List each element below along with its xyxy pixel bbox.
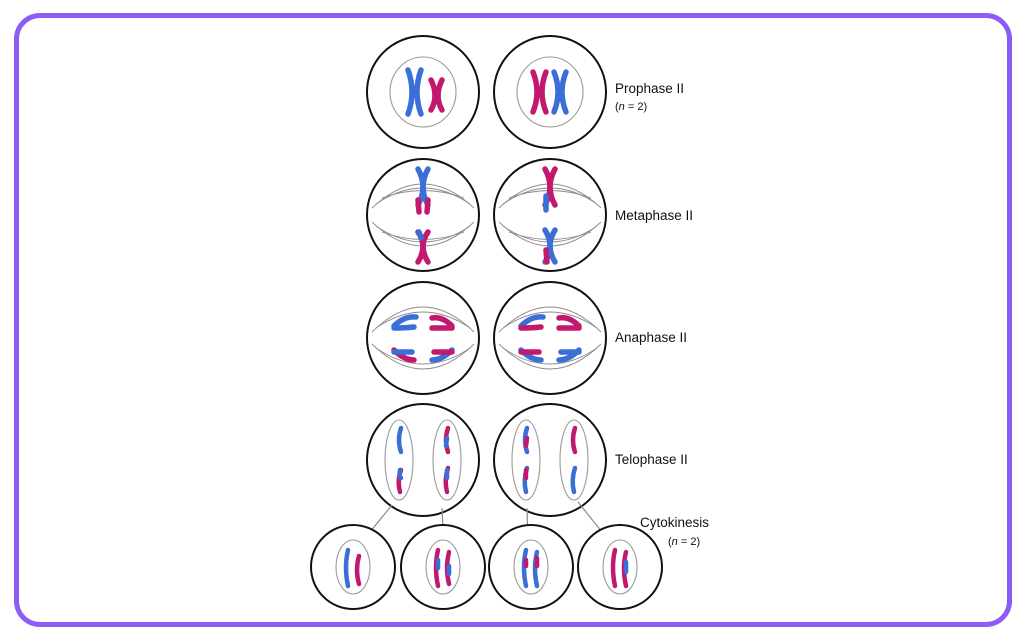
chromosome-x-magenta xyxy=(530,69,549,115)
chromosome-x-blue xyxy=(551,69,569,115)
prophase-cell-left xyxy=(366,35,480,149)
daughter-cell-1 xyxy=(310,524,396,610)
stage-label-anaphase: Anaphase II xyxy=(615,330,687,345)
telophase-cell-right xyxy=(493,403,607,517)
chromatids-lower xyxy=(391,347,455,363)
chromosome-x-blue xyxy=(405,67,424,117)
daughter-cell-3 xyxy=(488,524,574,610)
chromatids-upper xyxy=(518,314,582,331)
chromatids-upper xyxy=(391,314,455,331)
chromatids xyxy=(522,425,578,495)
chromosome-x-blue-magenta xyxy=(415,166,431,215)
telophase-cell-left xyxy=(366,403,480,517)
chromosome-x-magenta-blue xyxy=(415,229,431,265)
chromosome-x-magenta xyxy=(428,77,445,113)
stage-label-telophase: Telophase II xyxy=(615,452,688,467)
prophase-cell-right xyxy=(493,35,607,149)
chromatids-lower xyxy=(518,347,582,363)
anaphase-cell-right xyxy=(493,281,607,395)
stage-sub-cytokinesis: (n = 2) xyxy=(668,536,700,548)
daughter-cell-4 xyxy=(577,524,663,610)
stage-label-cytokinesis: Cytokinesis xyxy=(640,515,709,530)
daughter-cell-2 xyxy=(400,524,486,610)
stage-label-metaphase: Metaphase II xyxy=(615,208,693,223)
chromatids xyxy=(396,425,451,495)
stage-label-prophase: Prophase II xyxy=(615,81,684,96)
anaphase-cell-left xyxy=(366,281,480,395)
stage-sub-prophase: (n = 2) xyxy=(615,101,647,113)
chromosome-x-blue-magenta xyxy=(542,227,558,265)
metaphase-cell-left xyxy=(366,158,480,272)
spindle-fibers xyxy=(371,306,475,370)
metaphase-cell-right xyxy=(493,158,607,272)
chromosome-x-magenta-blue xyxy=(542,166,558,213)
spindle-fibers xyxy=(498,306,602,370)
